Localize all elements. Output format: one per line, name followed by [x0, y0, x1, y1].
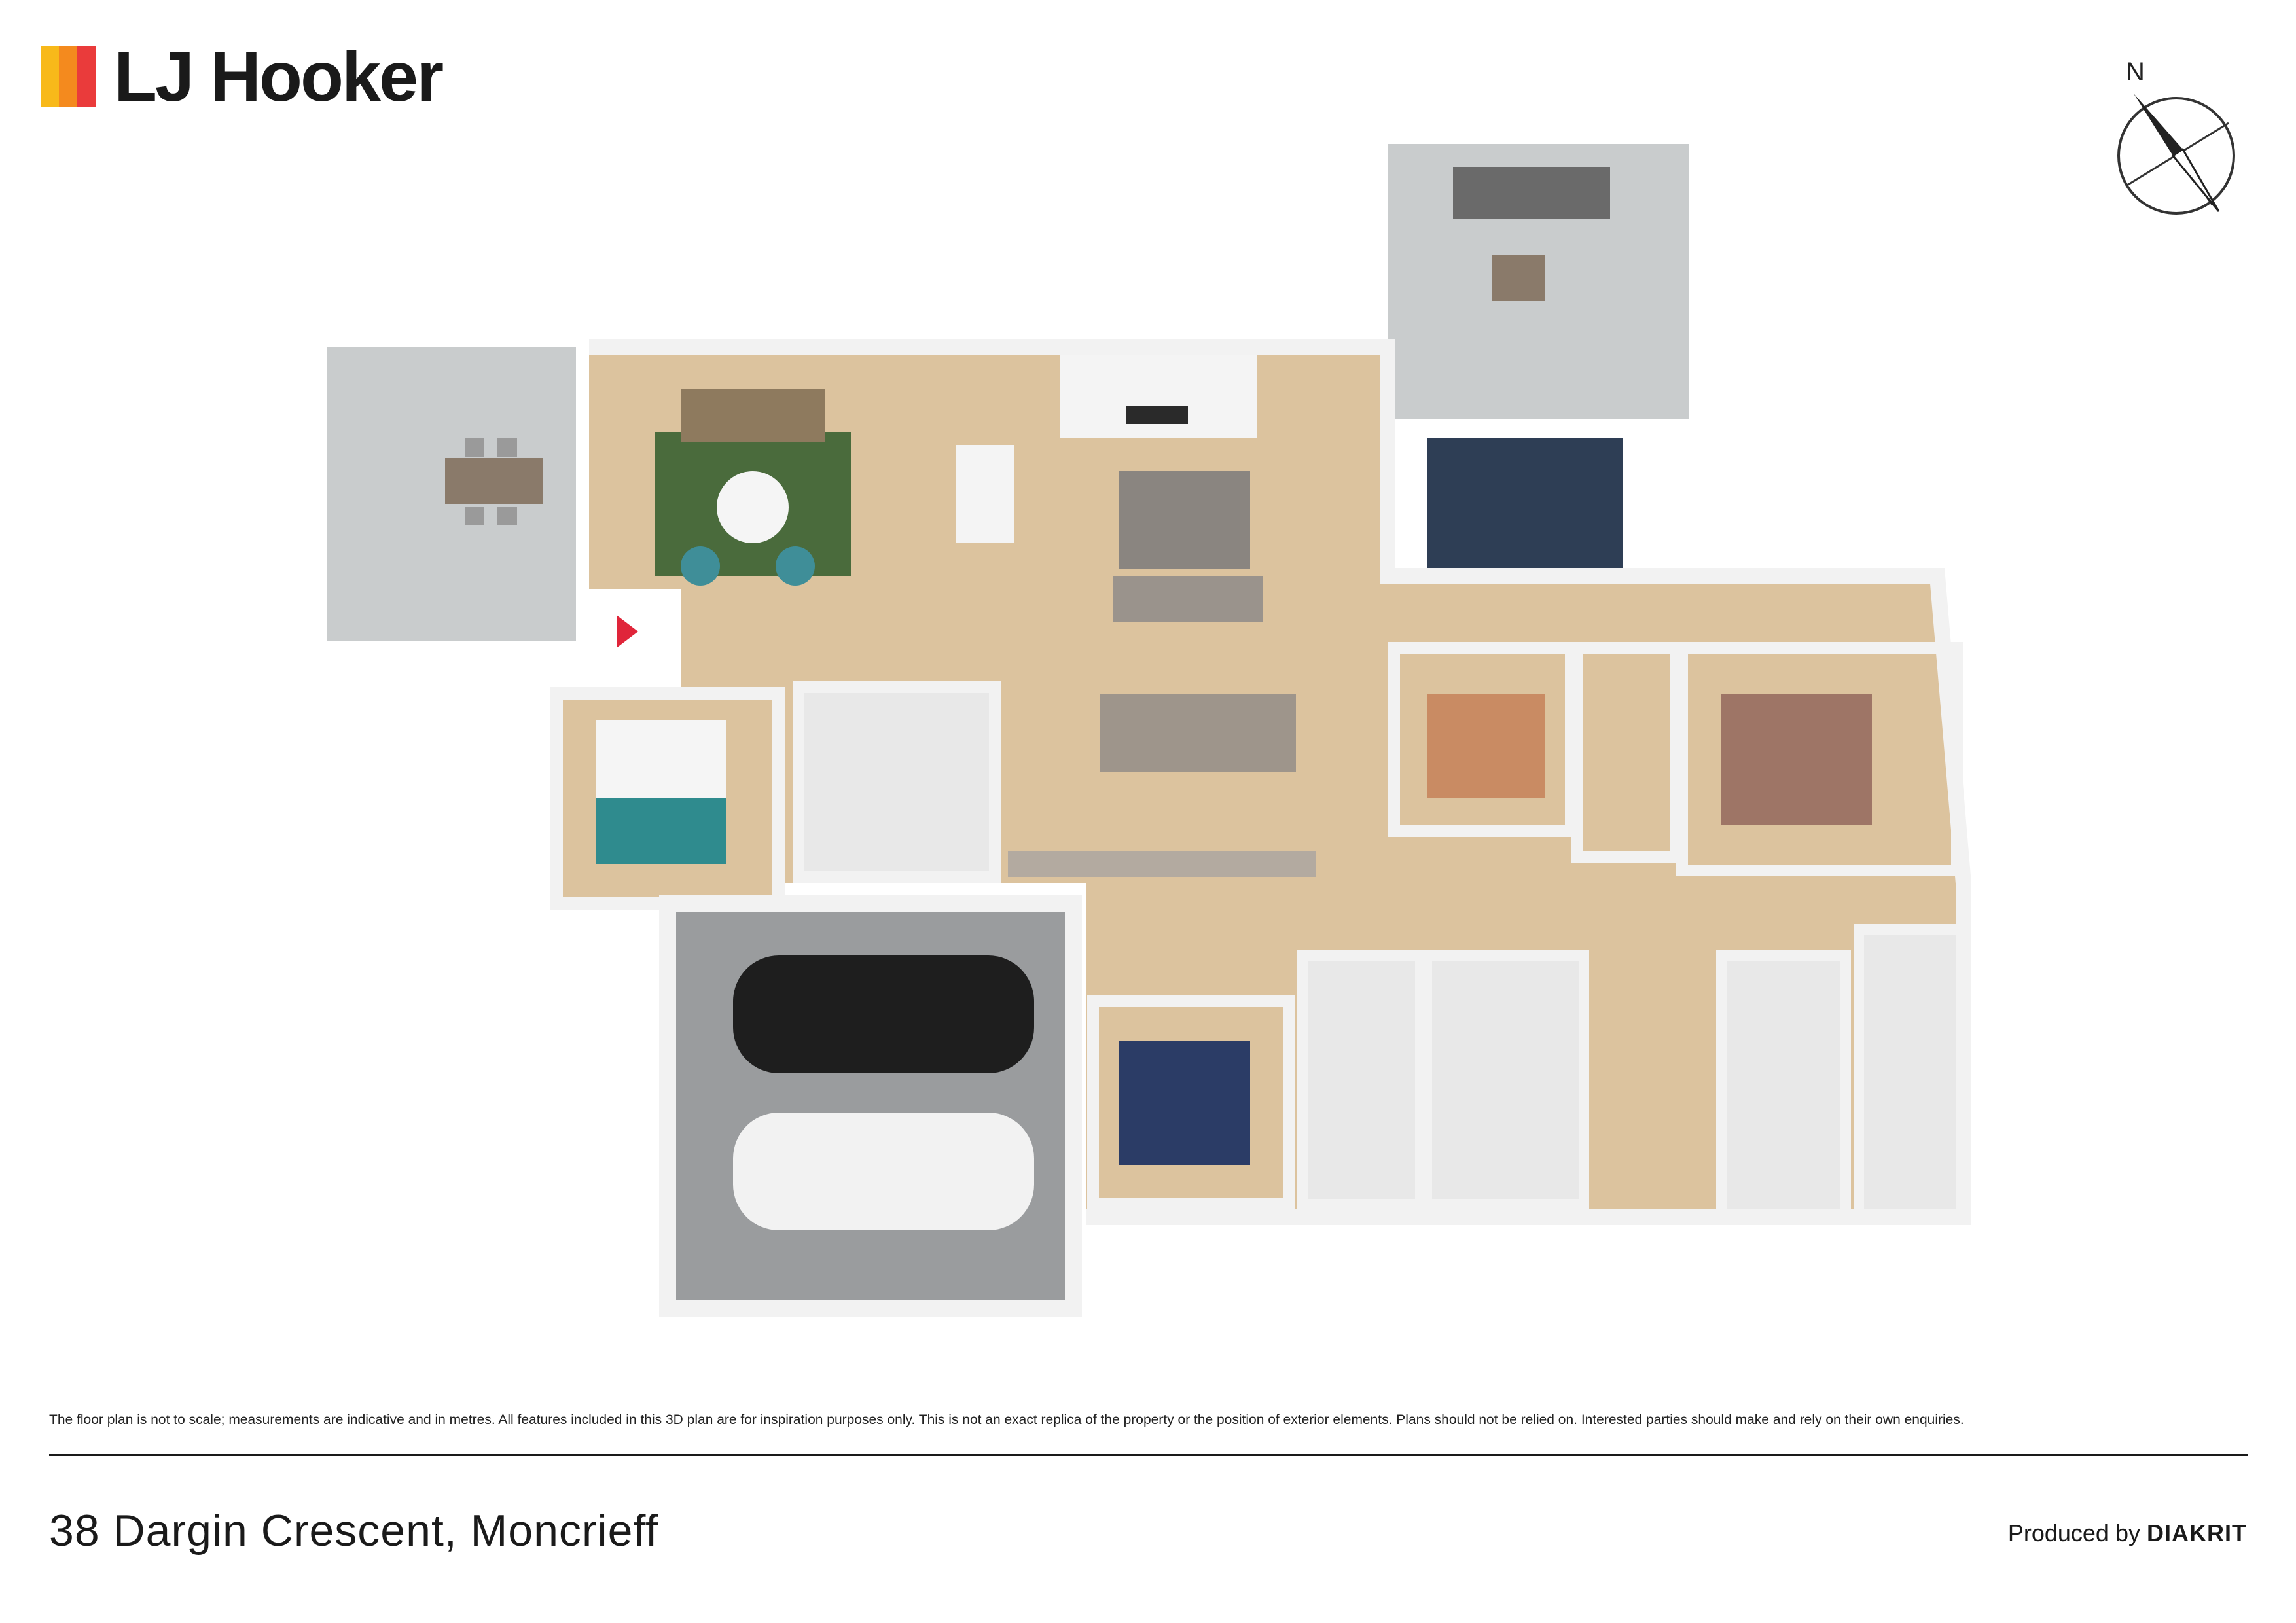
lounge-sofa	[681, 389, 825, 442]
dining-table	[956, 445, 1014, 543]
family-rug	[1427, 438, 1623, 569]
produced-by-prefix: Produced by	[2007, 1520, 2140, 1546]
laundry-bottom	[1716, 950, 1851, 1222]
alfresco-left	[327, 347, 576, 641]
floor-plan-3d	[327, 144, 1971, 1317]
lounge-armchair	[681, 546, 720, 586]
bathroom-bottom-1	[1297, 950, 1426, 1209]
property-address: 38 Dargin Crescent, Moncrieff	[49, 1506, 659, 1556]
logo-bar-yellow	[41, 46, 59, 107]
entry-marker-icon	[617, 615, 638, 648]
logo-color-bars	[41, 46, 96, 107]
bathroom-middle	[793, 681, 1001, 883]
kitchen-bench	[1008, 851, 1316, 877]
produced-by: Produced by DIAKRIT	[2008, 1520, 2247, 1547]
garage	[659, 895, 1082, 1317]
disclaimer-text: The floor plan is not to scale; measurem…	[49, 1412, 1964, 1427]
logo-text: LJ Hooker	[114, 37, 444, 116]
fireplace-wall	[1060, 353, 1257, 438]
lounge-coffee-table	[717, 471, 789, 543]
compass-north-label: N	[2126, 58, 2145, 86]
living-rug	[1119, 471, 1250, 569]
logo-bar-orange	[59, 46, 77, 107]
fireplace	[1126, 406, 1188, 424]
living-sofa	[1113, 576, 1263, 622]
outer-walls	[589, 339, 1971, 1225]
bathroom-bottom-2	[1422, 950, 1589, 1209]
walk-in-robe	[1571, 642, 1681, 863]
footer-divider	[49, 1454, 2248, 1456]
produced-by-brand: DIAKRIT	[2147, 1520, 2247, 1546]
master-bedroom	[1676, 642, 1963, 876]
bedroom-2	[1388, 642, 1577, 837]
logo-bar-red	[77, 46, 96, 107]
bedroom-3	[1087, 995, 1295, 1210]
lounge-armchair-2	[776, 546, 815, 586]
ensuite-bottom	[1854, 924, 1969, 1222]
alfresco-top-right	[1388, 144, 1689, 419]
compass-icon	[2117, 94, 2235, 215]
north-compass: N	[2108, 58, 2245, 221]
lj-hooker-logo: LJ Hooker	[41, 37, 444, 116]
main-floor	[589, 347, 1964, 1217]
kitchen-island	[1100, 694, 1296, 772]
bedroom-left	[550, 687, 785, 910]
